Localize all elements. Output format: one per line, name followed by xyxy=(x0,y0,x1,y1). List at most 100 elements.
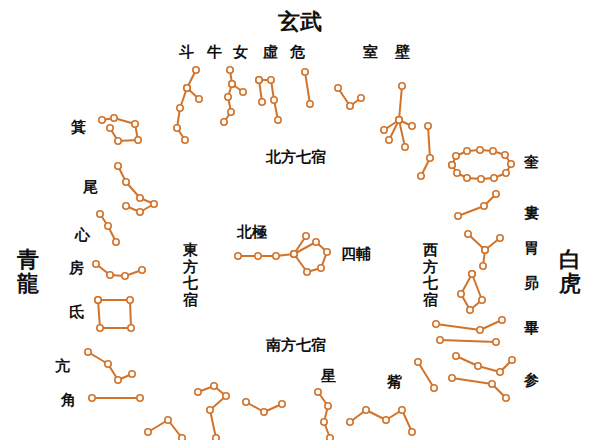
mansion-name: 尾 xyxy=(82,178,99,196)
star-dot xyxy=(235,253,241,259)
star-dot xyxy=(85,349,91,355)
star-dot xyxy=(275,117,281,123)
star-dot xyxy=(335,85,341,91)
star-dot xyxy=(458,291,464,297)
star-dot xyxy=(291,251,297,257)
star-dot xyxy=(347,419,353,425)
star-dot xyxy=(129,371,135,377)
star-dot xyxy=(358,95,364,101)
star-dot xyxy=(318,265,324,271)
star-dot xyxy=(477,147,483,153)
mansion-name: 室 xyxy=(362,43,379,61)
star-dot xyxy=(347,103,353,109)
star-dot xyxy=(135,137,141,143)
star-dot xyxy=(303,233,309,239)
mansion-name: 奎 xyxy=(523,153,540,171)
star-dot xyxy=(227,67,233,73)
star-dot xyxy=(256,77,262,83)
mansion-name: 心 xyxy=(74,226,91,244)
mansion-name: 虛 xyxy=(262,43,279,61)
mansion-name: 参 xyxy=(523,371,540,389)
star-dot xyxy=(502,152,508,158)
star-dot xyxy=(467,307,473,313)
mansion-name: 星 xyxy=(320,367,337,385)
zi-figure xyxy=(418,362,434,388)
star-dot xyxy=(259,99,265,105)
star-dot xyxy=(211,383,217,389)
star-dot xyxy=(508,161,514,167)
star-dot xyxy=(491,175,497,181)
star-dot xyxy=(105,223,111,229)
star-dot xyxy=(229,81,235,87)
star-dot xyxy=(213,435,219,440)
lou-figure xyxy=(458,194,496,216)
star-dot xyxy=(449,162,455,168)
star-dot xyxy=(123,203,129,209)
star-dot xyxy=(497,369,503,375)
star-dot xyxy=(182,137,188,143)
star-dot xyxy=(97,211,103,217)
group-name: 東方七宿 xyxy=(182,242,199,308)
wei-tail-figure xyxy=(118,166,154,212)
star-dot xyxy=(93,261,99,267)
group-name: 西方七宿 xyxy=(422,242,439,308)
star-dot xyxy=(431,385,437,391)
star-dot xyxy=(268,77,274,83)
south-figure xyxy=(198,386,226,438)
star-dot xyxy=(107,125,113,131)
star-dot xyxy=(89,395,95,401)
star-dot xyxy=(307,101,313,107)
star-dot xyxy=(137,209,143,215)
star-dot xyxy=(363,407,369,413)
star-dot xyxy=(165,417,171,423)
star-dot xyxy=(409,429,415,435)
star-dot xyxy=(240,89,246,95)
star-dot xyxy=(139,267,145,273)
mansion-name: 胃 xyxy=(523,239,540,257)
kang-figure xyxy=(88,352,132,380)
star-dot xyxy=(273,253,279,259)
star-dot xyxy=(396,117,402,123)
star-dot xyxy=(453,153,459,159)
star-dot xyxy=(261,409,267,415)
star-dot xyxy=(177,105,183,111)
shen-figure xyxy=(452,378,506,398)
shen-figure xyxy=(456,356,512,372)
shi-figure xyxy=(399,120,405,147)
star-dot xyxy=(493,191,499,197)
star-dot xyxy=(327,435,333,440)
star-dot xyxy=(193,67,199,73)
star-dot xyxy=(132,121,138,127)
mansion-name: 房 xyxy=(68,259,85,277)
star-dot xyxy=(195,389,201,395)
star-dot xyxy=(509,357,515,363)
star-dot xyxy=(184,85,190,91)
star-dot xyxy=(402,144,408,150)
star-dot xyxy=(111,115,117,121)
mansion-name: 昴 xyxy=(523,274,540,292)
star-dot xyxy=(475,363,481,369)
star-dot xyxy=(493,339,499,345)
star-dot xyxy=(255,253,261,259)
star-dot xyxy=(503,395,509,401)
star-dot xyxy=(497,235,503,241)
star-dot xyxy=(225,94,231,100)
star-dot xyxy=(122,273,128,279)
star-dot xyxy=(449,375,455,381)
star-dot xyxy=(449,162,455,168)
nu-figure xyxy=(259,80,278,120)
star-dot xyxy=(184,85,190,91)
mansion-name: 牛 xyxy=(206,43,223,61)
star-dot xyxy=(453,353,459,359)
star-dot xyxy=(179,435,185,440)
region-name: 玄武 xyxy=(277,9,323,35)
star-dot xyxy=(127,297,133,303)
mansion-name: 壁 xyxy=(394,43,411,61)
star-dot xyxy=(137,195,143,201)
star-dot xyxy=(425,123,431,129)
sifu-figure xyxy=(294,242,327,272)
star-dot xyxy=(123,179,129,185)
xu-figure xyxy=(305,72,310,104)
star-dot xyxy=(151,201,157,207)
